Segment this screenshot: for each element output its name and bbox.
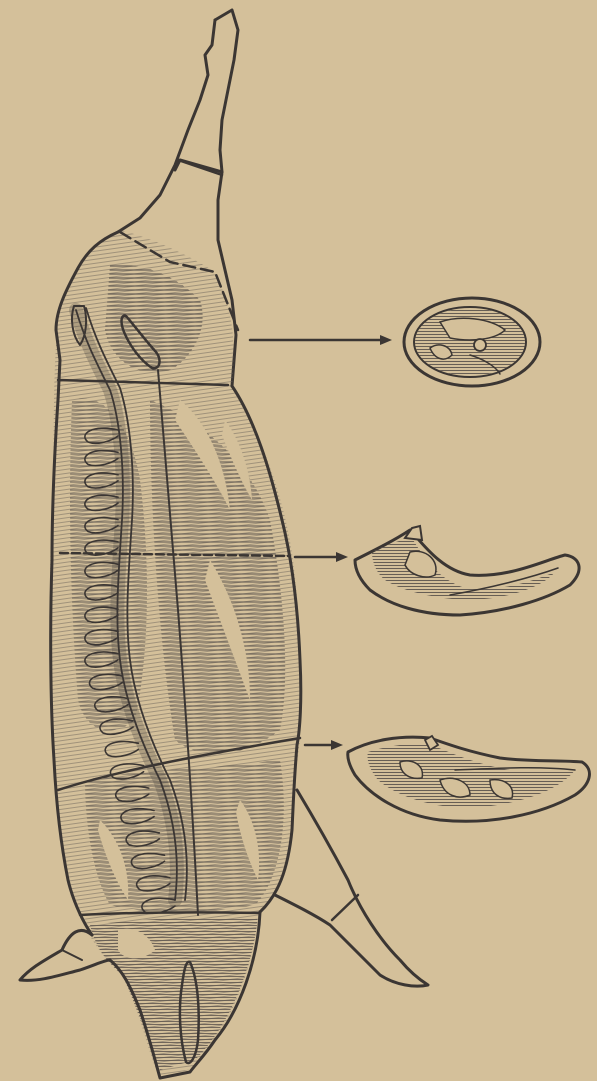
ham-cross-section	[404, 298, 540, 386]
